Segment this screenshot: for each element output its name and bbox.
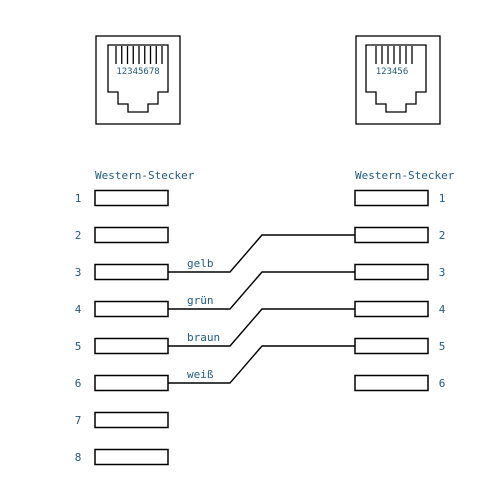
left-connector-title: Western-Stecker	[95, 169, 195, 182]
left-pin-number-7: 7	[75, 414, 82, 427]
left-pin-box-4	[94, 300, 169, 318]
right-pin-box-6	[354, 374, 429, 392]
right-pin-number-4: 4	[439, 303, 446, 316]
wire-label: grün	[187, 294, 214, 307]
right-pin-number-5: 5	[439, 340, 446, 353]
left-pin-box-2	[94, 226, 169, 244]
left-pin-box-8	[94, 448, 169, 466]
wire-weiß	[168, 345, 355, 384]
left-pin-number-5: 5	[75, 340, 82, 353]
left-pin-number-4: 4	[75, 303, 82, 316]
left-pin-number-2: 2	[75, 229, 82, 242]
wire-grün	[168, 271, 355, 310]
left-pin-number-6: 6	[75, 377, 82, 390]
left-pin-number-1: 1	[75, 192, 82, 205]
wire-gelb	[168, 234, 355, 273]
right-connector-title: Western-Stecker	[355, 169, 455, 182]
right-pin-number-1: 1	[439, 192, 446, 205]
left-pin-box-5	[94, 337, 169, 355]
right-pin-number-3: 3	[439, 266, 446, 279]
right-pin-box-1	[354, 189, 429, 207]
left-pin-box-3	[94, 263, 169, 281]
right-pin-box-3	[354, 263, 429, 281]
right-pin-list: 1 2 3 4 5 6	[354, 189, 446, 392]
wire-braun	[168, 308, 355, 347]
right-pin-box-5	[354, 337, 429, 355]
right-pin-box-4	[354, 300, 429, 318]
right-pin-number-2: 2	[439, 229, 446, 242]
wire-label: weiß	[187, 368, 214, 381]
right-pin-box-2	[354, 226, 429, 244]
wire-label: braun	[187, 331, 220, 344]
left-pin-box-1	[94, 189, 169, 207]
right-jack-pin-numbers: 123456	[376, 67, 409, 77]
wire-list: gelb grün braun weiß	[168, 234, 355, 384]
wire-label: gelb	[187, 257, 214, 270]
left-pin-list: 1 2 3 4 5 6 7 8	[75, 189, 169, 466]
left-pin-number-8: 8	[75, 451, 82, 464]
left-pin-box-6	[94, 374, 169, 392]
left-pin-box-7	[94, 411, 169, 429]
left-jack-icon: 12345678	[95, 35, 181, 125]
right-pin-number-6: 6	[439, 377, 446, 390]
right-jack-icon: 123456	[355, 35, 441, 125]
left-jack-pin-numbers: 12345678	[116, 67, 159, 77]
left-pin-number-3: 3	[75, 266, 82, 279]
